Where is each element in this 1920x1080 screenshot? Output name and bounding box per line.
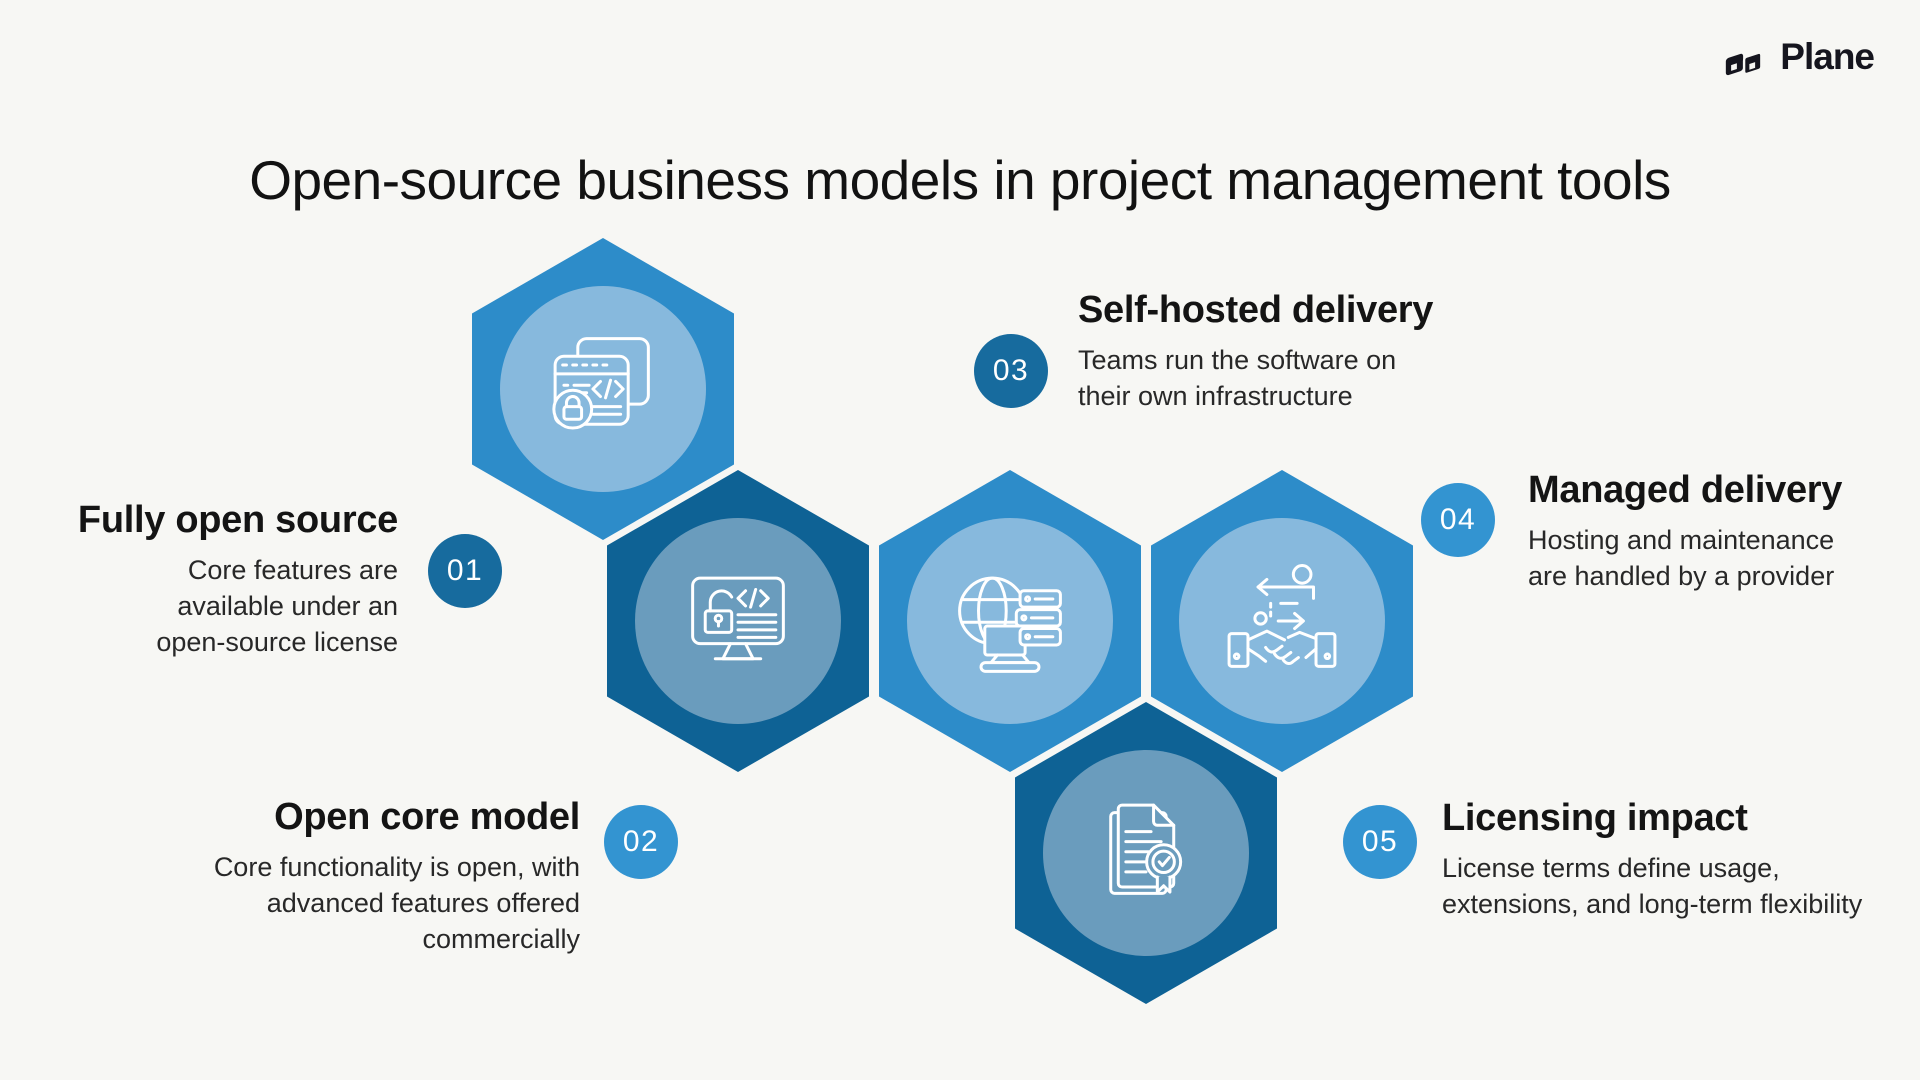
hexagon-inner-circle — [500, 286, 706, 492]
step-badge-04: 04 — [1421, 483, 1495, 557]
brand: Plane — [1722, 36, 1875, 78]
item-description: Core functionality is open, with advance… — [213, 851, 580, 955]
hexagon-self-hosted-delivery — [879, 470, 1141, 772]
brand-name: Plane — [1780, 36, 1875, 77]
hexagon-inner-circle — [907, 518, 1113, 724]
item-title: Fully open source — [77, 499, 398, 541]
step-badge-01: 01 — [428, 534, 502, 608]
item-description: Hosting and maintenance are handled by a… — [1528, 524, 1835, 591]
item-title: Managed delivery — [1528, 469, 1843, 511]
document-certificate-icon — [1083, 790, 1209, 916]
monitor-unlock-code-icon — [675, 558, 801, 684]
hexagon-open-core-model — [607, 470, 869, 772]
item-block-managed-delivery: Managed delivery Hosting and maintenance… — [1528, 468, 1920, 594]
plane-logo-icon — [1726, 51, 1763, 76]
item-block-open-core-model: Open core model Core functionality is op… — [178, 795, 580, 957]
hexagon-fully-open-source — [472, 238, 734, 540]
hexagon-inner-circle — [1043, 750, 1249, 956]
item-block-licensing-impact: Licensing impact License terms define us… — [1442, 796, 1892, 922]
handshake-exchange-icon — [1219, 558, 1345, 684]
item-description: License terms define usage, extensions, … — [1442, 852, 1863, 919]
item-block-self-hosted-delivery: Self-hosted delivery Teams run the softw… — [1078, 288, 1518, 414]
item-description: Core features are available under an ope… — [156, 554, 398, 658]
step-badge-05: 05 — [1343, 805, 1417, 879]
browser-code-lock-icon — [540, 326, 666, 452]
globe-server-icon — [947, 558, 1073, 684]
item-title: Licensing impact — [1442, 797, 1748, 839]
hexagon-managed-delivery — [1151, 470, 1413, 772]
hexagon-inner-circle — [635, 518, 841, 724]
step-badge-02: 02 — [604, 805, 678, 879]
item-title: Self-hosted delivery — [1078, 289, 1434, 331]
item-description: Teams run the software on their own infr… — [1078, 344, 1397, 411]
item-title: Open core model — [274, 796, 580, 838]
hexagon-inner-circle — [1179, 518, 1385, 724]
hexagon-licensing-impact — [1015, 702, 1277, 1004]
page-title: Open-source business models in project m… — [249, 148, 1671, 211]
step-badge-03: 03 — [974, 334, 1048, 408]
item-block-fully-open-source: Fully open source Core features are avai… — [58, 498, 398, 660]
